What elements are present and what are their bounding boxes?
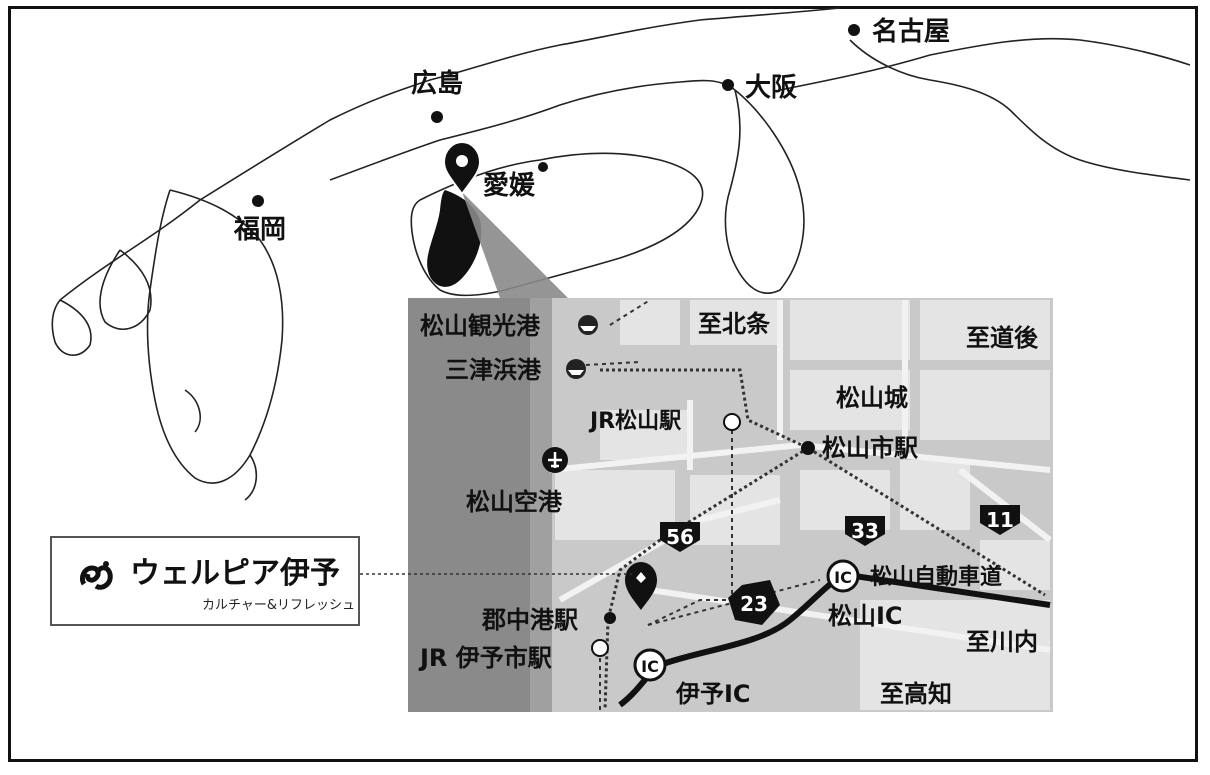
route-shield-56: 56: [660, 522, 700, 552]
route-shield-11: 11: [980, 505, 1020, 535]
place-label: 伊予IC: [675, 680, 751, 708]
place-label: 松山市駅: [822, 434, 918, 462]
route-shield-23: 23: [728, 580, 780, 625]
facility-name: ウェルピア伊予: [130, 556, 340, 591]
callout-wedge: [462, 192, 568, 298]
city-blocks: [555, 300, 1050, 710]
city-markers: [252, 24, 860, 207]
city-label-fukuoka: 福岡: [233, 215, 286, 245]
place-label: 郡中港駅: [481, 606, 578, 634]
facility-logo-icon: [79, 561, 113, 590]
route-number: 33: [851, 519, 879, 543]
city-dot-hiroshima: [431, 111, 443, 123]
facility-pin-icon: [625, 562, 657, 610]
route-shield-33: 33: [845, 516, 885, 546]
city-label-nagoya: 名古屋: [872, 16, 950, 47]
inset-labels: 松山観光港 三津浜港 至北条 至道後 松山城 JR松山駅 松山市駅 松山空港 松…: [418, 310, 1039, 708]
rail-line: [600, 368, 1046, 711]
map-frame: [8, 6, 1198, 762]
place-label: JR 伊予市駅: [418, 644, 552, 672]
station-marker-matsuyama-shi: [801, 441, 815, 455]
route-number: 11: [986, 508, 1014, 532]
place-label: 松山IC: [828, 602, 903, 630]
place-label: 松山観光港: [420, 312, 541, 340]
place-label: 三津浜港: [445, 356, 542, 384]
ehime-prefecture: [427, 190, 482, 287]
place-label: 至道後: [966, 324, 1039, 352]
ferry-icon: [566, 359, 586, 379]
city-label-hiroshima: 広島: [411, 68, 463, 99]
city-dot-osaka: [722, 79, 734, 91]
place-label: 松山空港: [466, 488, 563, 516]
facility-subtitle: カルチャー&リフレッシュ: [202, 598, 356, 613]
station-marker-jr-matsuyama: [723, 413, 741, 431]
place-label: 松山城: [836, 384, 908, 412]
ic-marker-iyo: IC: [633, 648, 667, 682]
place-label: 至北条: [698, 310, 771, 338]
ic-marker-label: IC: [641, 657, 659, 676]
place-label: 松山自動車道: [870, 564, 1002, 590]
station-marker-gunchuko: [604, 612, 616, 624]
japan-coastline: [51, 7, 1191, 501]
route-number: 23: [740, 592, 768, 616]
detail-inset-map: IC IC 56 33 11 23: [408, 298, 1053, 712]
city-label-ehime: 愛媛: [483, 171, 536, 201]
city-label-osaka: 大阪: [745, 73, 797, 103]
city-dot-takamatsu: [538, 162, 548, 172]
place-label: 至川内: [966, 628, 1038, 656]
location-pin-icon: [442, 140, 482, 196]
ic-marker-label: IC: [834, 568, 852, 587]
ferry-icon: [578, 315, 598, 335]
ic-marker-matsuyama: IC: [826, 559, 860, 593]
airplane-icon: [542, 447, 568, 473]
place-label: JR松山駅: [588, 409, 681, 434]
city-dot-nagoya: [848, 24, 860, 36]
city-dot-fukuoka: [252, 195, 264, 207]
station-marker-jr-iyoshi: [591, 639, 609, 657]
route-number: 56: [666, 525, 694, 549]
facility-label-box: ウェルピア伊予 カルチャー&リフレッシュ: [50, 536, 360, 626]
place-label: 至高知: [880, 680, 952, 708]
sea-area: [408, 298, 548, 712]
